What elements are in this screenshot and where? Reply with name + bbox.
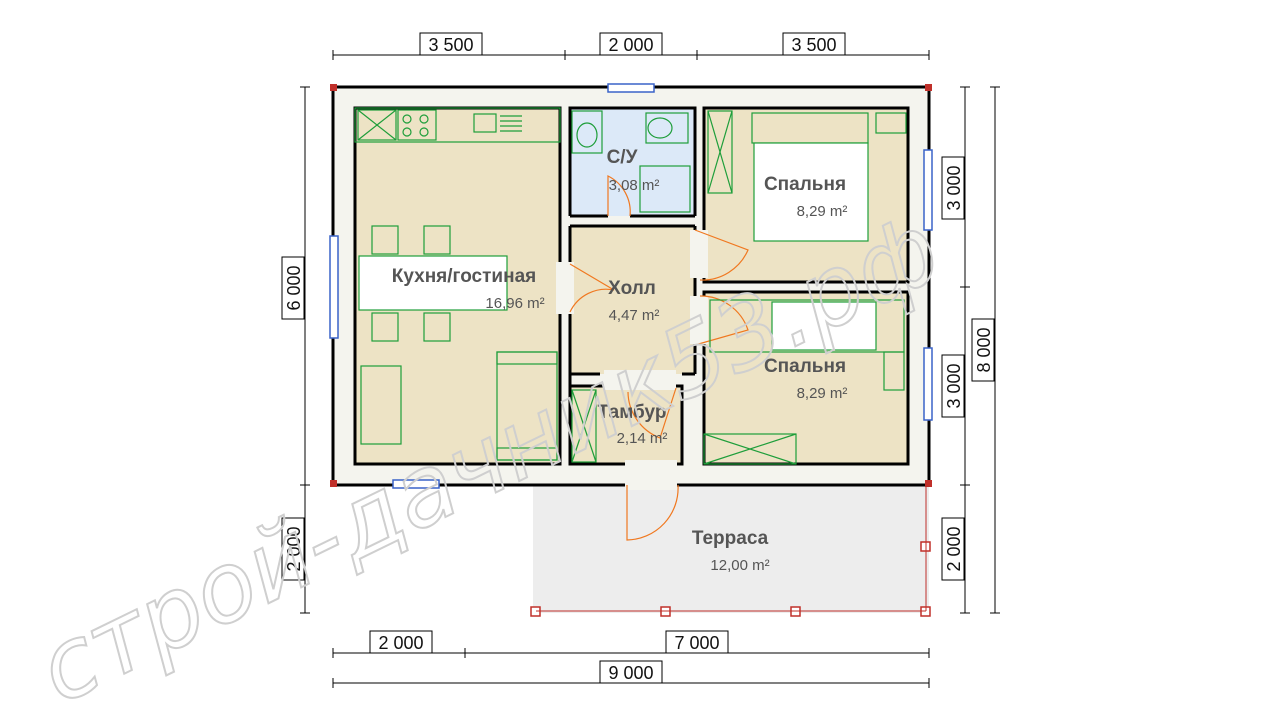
door-swings (569, 175, 749, 541)
dim-left-house: 6 000 (284, 265, 304, 310)
hall-area: 4,47 m² (609, 307, 660, 324)
kitchen-name: Кухня/гостиная (392, 266, 537, 287)
dim-top-right: 3 500 (791, 35, 836, 55)
bathroom-name: С/У (607, 147, 638, 168)
bathroom-area: 3,08 m² (609, 177, 660, 194)
terrace-floor (533, 485, 929, 613)
door-opening-entrance (625, 460, 677, 490)
terrace-area: 12,00 m² (710, 557, 769, 574)
dim-right-terrace: 2 000 (944, 526, 964, 571)
dim-top-left: 3 500 (428, 35, 473, 55)
dim-right-total: 8 000 (974, 327, 994, 372)
vestibule-name: Тамбур (598, 402, 667, 423)
bedroom2-area: 8,29 m² (797, 385, 848, 402)
vestibule-floor (570, 386, 682, 464)
bedroom1-area: 8,29 m² (797, 203, 848, 220)
hall-floor (570, 226, 695, 374)
dim-bottom-a: 2 000 (378, 633, 423, 653)
windows (329, 83, 933, 489)
vestibule-area: 2,14 m² (617, 430, 668, 447)
dim-bottom-b: 7 000 (674, 633, 719, 653)
columns (330, 84, 932, 487)
terrace-name: Терраса (692, 528, 769, 549)
door-opening-bedroom2 (690, 296, 708, 344)
door-opening-bedroom1 (690, 230, 708, 278)
hall-name: Холл (608, 278, 656, 299)
bedroom1-name: Спальня (764, 174, 846, 195)
furniture (354, 107, 907, 465)
dim-top-middle: 2 000 (608, 35, 653, 55)
door-opening-vestibule (604, 370, 676, 390)
kitchen-area: 16,96 m² (485, 295, 544, 312)
door-opening-kitchen (556, 262, 574, 314)
dim-bottom-total: 9 000 (608, 663, 653, 683)
dim-right-lower: 3 000 (944, 363, 964, 408)
dim-right-upper: 3 000 (944, 165, 964, 210)
bedroom2-name: Спальня (764, 356, 846, 377)
bathroom-floor (570, 108, 695, 216)
dim-left-terrace: 2 000 (284, 526, 304, 571)
